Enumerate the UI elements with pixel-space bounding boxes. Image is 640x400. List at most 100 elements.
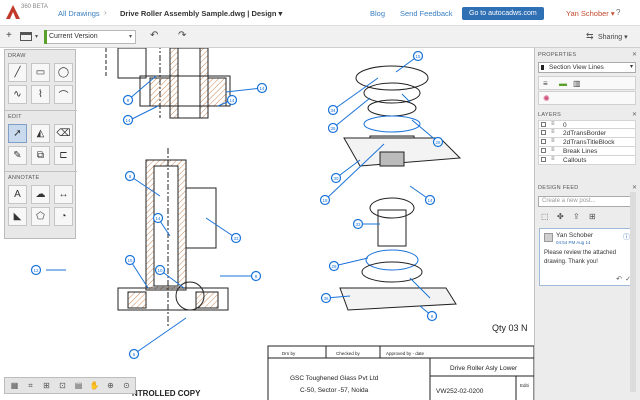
callout-balloon[interactable]: [327, 104, 339, 116]
pin-icon[interactable]: ✤: [557, 212, 564, 221]
property-row-color[interactable]: ✺: [538, 91, 636, 105]
circle-tool-icon[interactable]: ◯: [54, 63, 73, 82]
layer-lock-icon[interactable]: ≡: [551, 138, 555, 144]
breadcrumb-all-drawings[interactable]: All Drawings: [58, 9, 100, 18]
redo-icon[interactable]: ↷: [178, 30, 187, 41]
stretch-tool-icon[interactable]: ⊏: [54, 146, 73, 165]
callout-balloon[interactable]: [30, 264, 42, 276]
attach-icon[interactable]: ⇪: [573, 212, 580, 221]
callout-balloon[interactable]: [320, 292, 332, 304]
blog-link[interactable]: Blog: [370, 9, 386, 18]
layer-visibility-checkbox[interactable]: [541, 157, 546, 162]
layout-icon[interactable]: [20, 32, 32, 41]
color-wheel-icon: ✺: [543, 94, 550, 103]
drawing-canvas[interactable]: 8 14 14 14 8 14 15 10 33 8 6 12 34 35 30…: [0, 48, 534, 400]
callout-balloon[interactable]: [424, 194, 436, 206]
callout-balloon[interactable]: [226, 94, 238, 106]
callout-balloon[interactable]: [432, 136, 444, 148]
markup-icon[interactable]: ⊞: [589, 212, 596, 221]
layer-icon[interactable]: ▤: [74, 381, 83, 390]
select-region-icon[interactable]: ⬚: [541, 212, 549, 221]
send-feedback-link[interactable]: Send Feedback: [400, 9, 453, 18]
callout-balloon[interactable]: [256, 82, 268, 94]
close-icon[interactable]: ✕: [631, 112, 637, 118]
reply-icon[interactable]: ↶: [616, 276, 622, 283]
plus-icon[interactable]: +: [6, 30, 12, 41]
arc-tool-icon[interactable]: ⌒: [54, 85, 73, 104]
cloud-tool-icon[interactable]: ☁: [31, 185, 50, 204]
callout-balloon[interactable]: [250, 270, 262, 282]
pan-icon[interactable]: ✋: [89, 381, 100, 390]
linear-dimension-tool-icon[interactable]: ↔: [54, 185, 73, 204]
callout-balloon[interactable]: [122, 114, 134, 126]
select-tool-icon[interactable]: ➚: [8, 124, 27, 143]
callout-balloon[interactable]: [124, 170, 136, 182]
user-menu[interactable]: Yan Schober ▾: [566, 9, 615, 18]
object-type-select[interactable]: Section View Lines ▾: [538, 62, 636, 73]
chevron-down-icon[interactable]: ▾: [35, 34, 39, 40]
callout-balloon[interactable]: [328, 260, 340, 272]
freehand-tool-icon[interactable]: ∿: [8, 85, 27, 104]
version-select[interactable]: Current Version ▾: [44, 30, 136, 44]
property-row-linetype[interactable]: ≡ ▬ ▥: [538, 76, 636, 90]
info-icon[interactable]: ⓘ: [623, 234, 630, 241]
area-tool-icon[interactable]: ⬠: [31, 207, 50, 226]
undo-icon[interactable]: ↶: [150, 30, 159, 41]
layer-row[interactable]: ≡ 0: [538, 120, 636, 129]
layer-visibility-checkbox[interactable]: [541, 148, 546, 153]
callout-balloon[interactable]: [230, 232, 242, 244]
layer-lock-icon[interactable]: ≡: [551, 147, 555, 153]
callout-balloon[interactable]: [352, 218, 364, 230]
move-tool-icon[interactable]: ⧉: [31, 146, 50, 165]
eyedropper-tool-icon[interactable]: ✎: [8, 146, 27, 165]
layer-visibility-checkbox[interactable]: [541, 130, 546, 135]
callout-number: 36: [323, 296, 329, 301]
callout-balloon[interactable]: [154, 264, 166, 276]
layer-lock-icon[interactable]: ≡: [551, 121, 555, 127]
callout-balloon[interactable]: [152, 212, 164, 224]
layer-row[interactable]: ≡ 2dTransTitleBlock: [538, 138, 636, 147]
ortho-icon[interactable]: ⊞: [43, 381, 50, 390]
callout-balloon[interactable]: [330, 172, 342, 184]
autodesk-360-logo-icon[interactable]: [6, 5, 20, 20]
zoom-window-icon[interactable]: ⊡: [59, 381, 66, 390]
layer-row[interactable]: ≡ Callouts: [538, 156, 636, 165]
mirror-tool-icon[interactable]: ◭: [31, 124, 50, 143]
layer-lock-icon[interactable]: ≡: [551, 129, 555, 135]
polyline-tool-icon[interactable]: ⌇: [31, 85, 50, 104]
line-tool-icon[interactable]: ╱: [8, 63, 27, 82]
callout-balloon[interactable]: [122, 94, 134, 106]
goto-autocadws-button[interactable]: Go to autocadws.com: [462, 7, 544, 20]
callout-balloon[interactable]: [412, 50, 424, 62]
help-icon[interactable]: ?: [616, 8, 621, 17]
rectangle-tool-icon[interactable]: ▭: [31, 63, 50, 82]
close-icon[interactable]: ✕: [631, 185, 637, 191]
callout-balloon[interactable]: [319, 194, 331, 206]
callout-number: 15: [415, 54, 421, 59]
layer-row[interactable]: ≡ 2dTransBorder: [538, 129, 636, 138]
new-post-input[interactable]: Create a new post...: [538, 196, 636, 207]
layer-lock-icon[interactable]: ≡: [551, 156, 555, 162]
zoom-extents-icon[interactable]: ⊙: [123, 381, 130, 390]
post-author: Yan Schober: [556, 232, 594, 239]
layer-row[interactable]: ≡ Break Lines: [538, 147, 636, 156]
text-tool-icon[interactable]: A: [8, 185, 27, 204]
snap-icon[interactable]: ⌗: [28, 381, 33, 390]
radius-tool-icon[interactable]: ◔: [54, 207, 73, 226]
close-icon[interactable]: ✕: [631, 52, 637, 58]
resolve-icon[interactable]: ✓: [625, 276, 631, 283]
callout-balloon[interactable]: [426, 310, 438, 322]
sharing-menu[interactable]: Sharing ▾: [598, 34, 628, 41]
layer-visibility-checkbox[interactable]: [541, 122, 546, 127]
eraser-tool-icon[interactable]: ⌫: [54, 124, 73, 143]
callout-balloon[interactable]: [124, 254, 136, 266]
layer-visibility-checkbox[interactable]: [541, 139, 546, 144]
feed-scrollbar[interactable]: [630, 192, 636, 392]
zoom-in-icon[interactable]: ⊕: [107, 381, 114, 390]
grid-icon[interactable]: ▦: [10, 381, 19, 390]
share-icon[interactable]: ⇆: [586, 31, 594, 41]
leader-tool-icon[interactable]: ◣: [8, 207, 27, 226]
callout-balloon[interactable]: [128, 348, 140, 360]
callout-balloon[interactable]: [327, 122, 339, 134]
breadcrumb-file-menu[interactable]: Drive Roller Assembly Sample.dwg | Desig…: [120, 9, 283, 18]
